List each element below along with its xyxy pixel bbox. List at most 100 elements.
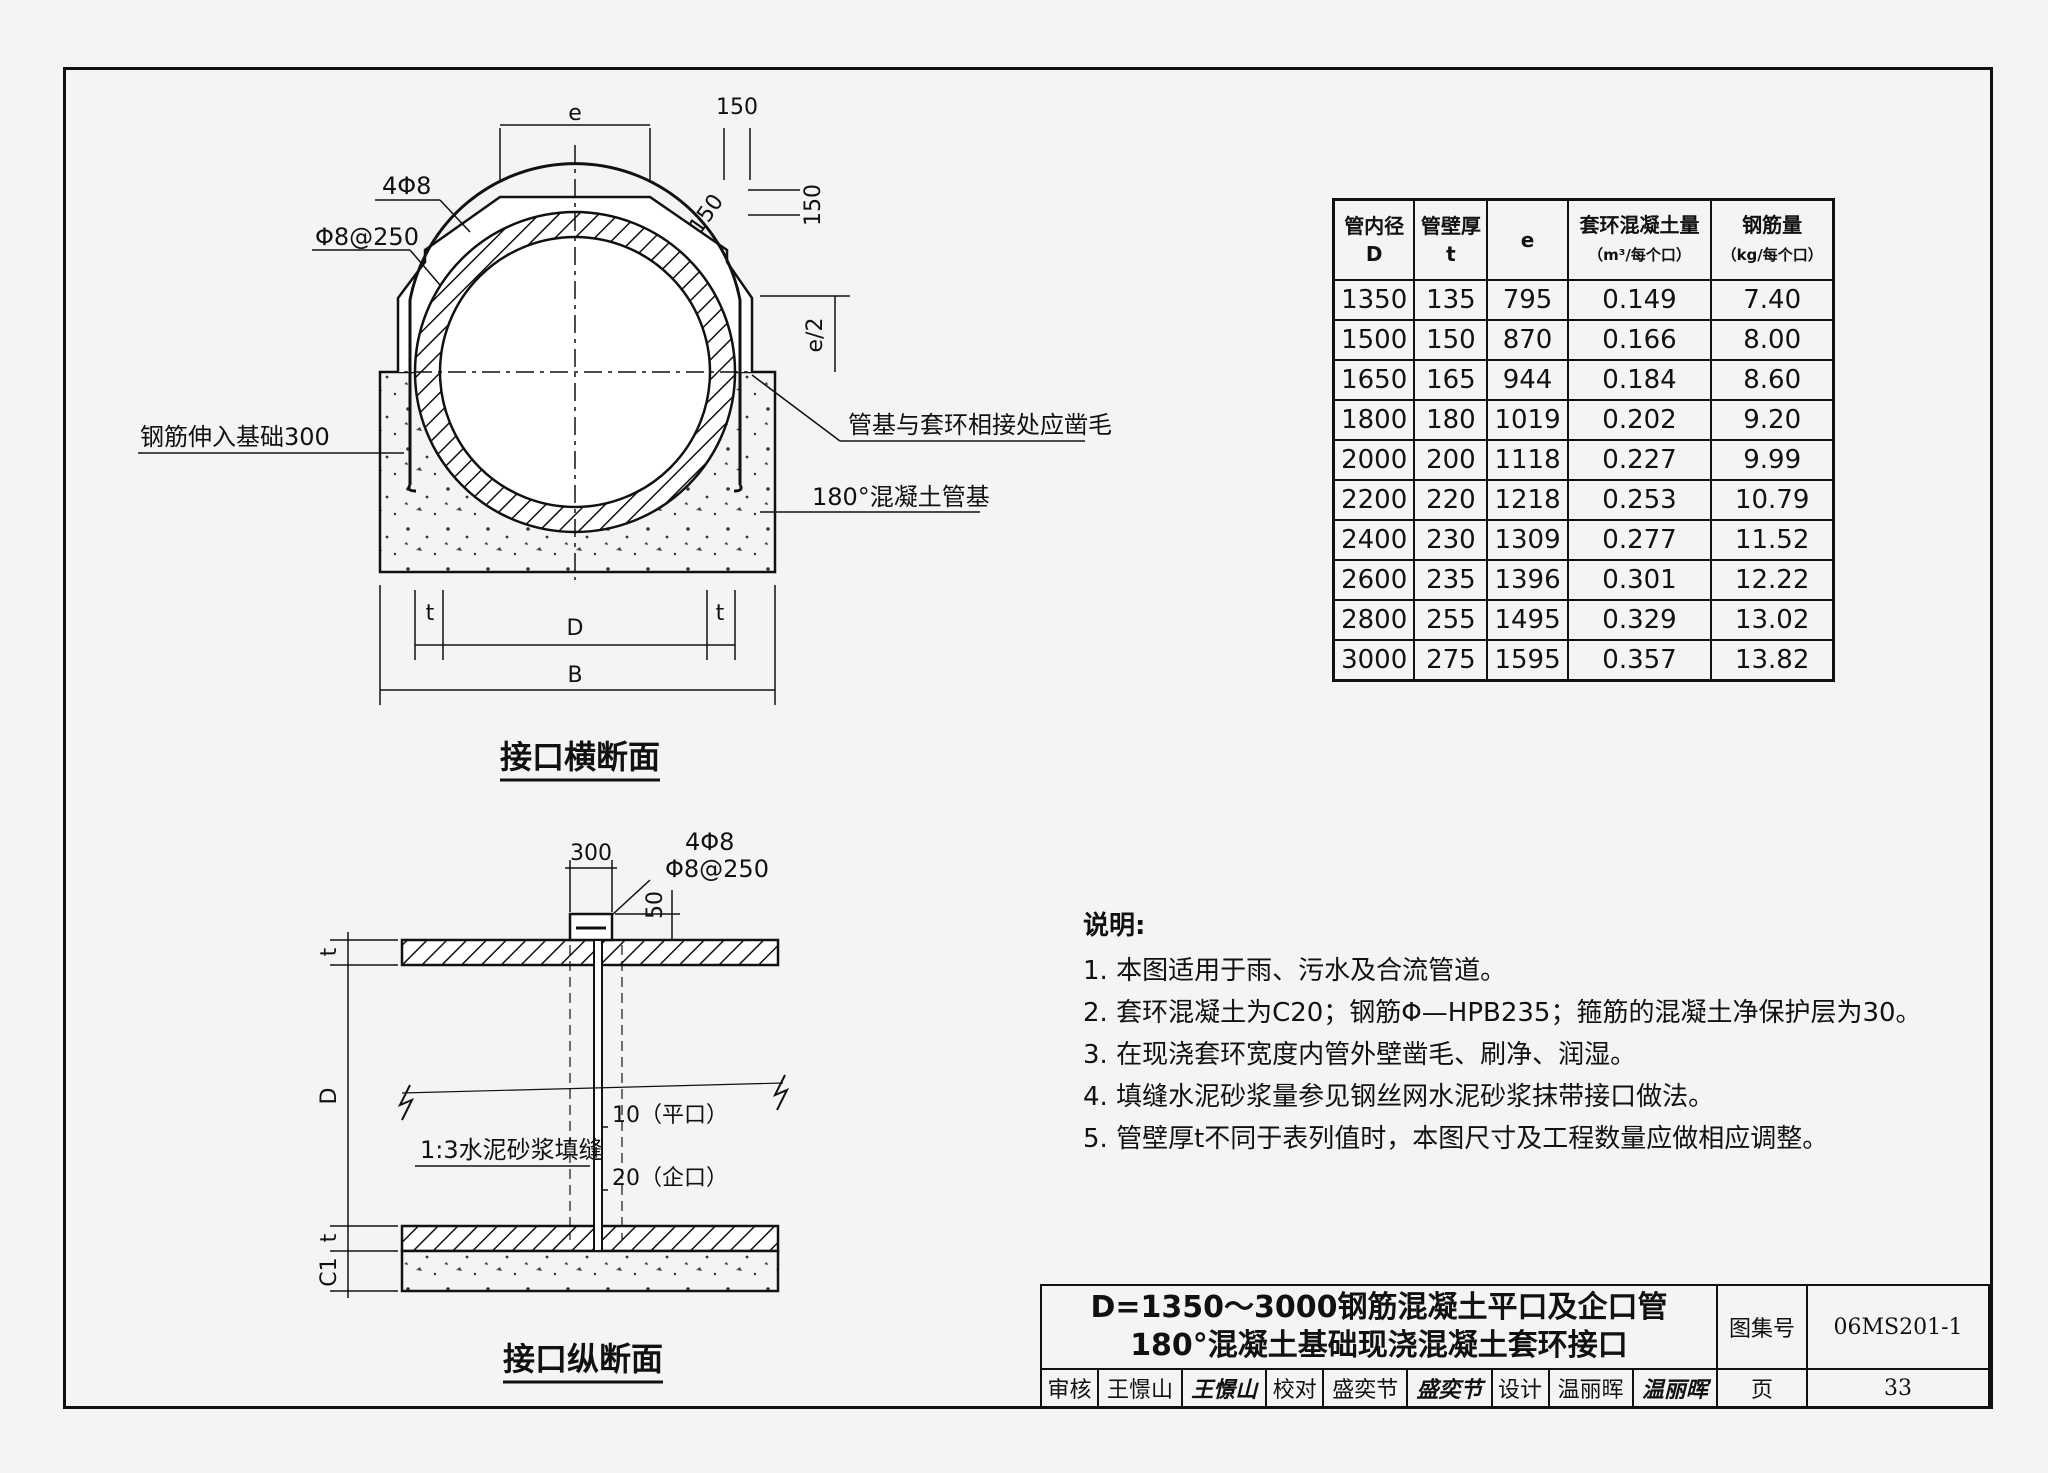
table-cell: 230 [1413,519,1489,561]
table-header-cell: 管内径 D [1332,198,1416,281]
table-cell: 150 [1413,319,1489,361]
check-name: 盛奕节 [1322,1368,1409,1408]
table-cell: 1595 [1486,639,1569,682]
table-header-cell: 管壁厚 t [1413,198,1489,281]
label-roughen: 管基与套环相接处应凿毛 [848,411,1112,439]
note-item: 1. 本图适用于雨、污水及合流管道。 [1083,956,1507,986]
table-cell: 9.20 [1710,399,1835,441]
dim-e-label: e [568,101,582,126]
drawing-frame [63,67,1993,1409]
note-item: 4. 填缝水泥砂浆量参见钢丝网水泥砂浆抹带接口做法。 [1083,1082,1715,1112]
table-cell: 235 [1413,559,1489,601]
dim-300: 300 [570,841,612,866]
table-cell: 3000 [1332,639,1416,682]
table-cell: 275 [1413,639,1489,682]
caption-cross-section: 接口横断面 [500,738,660,776]
header-line1: 套环混凝土量 [1579,213,1700,237]
table-header-row: 管内径 D 管壁厚 t e 套环混凝土量 （m³/每个口） 钢筋量（kg/每个口） [1332,198,1835,281]
table-cell: 255 [1413,599,1489,641]
cross-section-drawing: e 150 150 150 e/2 4Φ8 Φ8@250 钢筋伸入基础300 管… [138,95,1112,782]
table-cell: 2400 [1332,519,1416,561]
check-label: 校对 [1265,1368,1325,1408]
header-line1: 管内径 [1344,214,1405,238]
table-cell: 2200 [1332,479,1416,521]
note-item: 2. 套环混凝土为C20；钢筋Φ—HPB235；箍筋的混凝土净保护层为30。 [1083,998,1922,1028]
dim-150-side: 150 [801,184,826,226]
table-cell: 13.02 [1710,599,1835,641]
table-header-cell: e [1486,198,1569,281]
rebar-hoop [408,162,742,485]
table-cell: 0.227 [1566,439,1713,481]
table-cell: 10.79 [1710,479,1835,521]
table-cell: 0.301 [1566,559,1713,601]
table-cell: 0.166 [1566,319,1713,361]
drawing-title-line2: 180°混凝土基础现浇混凝土套环接口 [1130,1328,1628,1363]
check-signature: 盛奕节 [1406,1368,1493,1408]
table-cell: 220 [1413,479,1489,521]
page-number: 33 [1806,1368,1990,1408]
table-cell: 0.357 [1566,639,1713,682]
table-cell: 2800 [1332,599,1416,641]
drawing-title-line1: D=1350～3000钢筋混凝土平口及企口管 [1090,1290,1668,1325]
table-cell: 12.22 [1710,559,1835,601]
review-name: 王憬山 [1096,1368,1184,1408]
table-header-cell: 套环混凝土量 （m³/每个口） [1566,198,1713,281]
label-base: 180°混凝土管基 [812,483,990,511]
dim-D-upper: D [567,616,584,641]
dim-D-lower: D [317,1088,342,1105]
label-rebar-into-base: 钢筋伸入基础300 [140,423,330,451]
longitudinal-section-drawing: 300 4Φ8 Φ8@250 50 t D t C1 10（平口） 20（企口）… [317,828,790,1384]
table-cell: 0.202 [1566,399,1713,441]
table-cell: 0.277 [1566,519,1713,561]
dim-t-right: t [716,601,725,626]
header-line1: 管壁厚 [1420,214,1481,238]
table-cell: 165 [1413,359,1489,401]
table-cell: 200 [1413,439,1489,481]
table-cell: 0.149 [1566,279,1713,321]
review-label: 审核 [1040,1368,1099,1408]
header-line2: （kg/每个口） [1721,246,1823,264]
note-item: 3. 在现浇套环宽度内管外壁凿毛、刷净、润湿。 [1083,1040,1637,1070]
notes-block: 说明: 1. 本图适用于雨、污水及合流管道。 2. 套环混凝土为C20；钢筋Φ—… [1083,905,1963,1160]
rebar-phi8-250-label: Φ8@250 [315,223,419,251]
table-cell: 870 [1486,319,1569,361]
header-line2: （m³/每个口） [1588,246,1691,264]
review-signature: 王憬山 [1181,1368,1268,1408]
table-header-cell: 钢筋量（kg/每个口） [1710,198,1835,281]
header-line2: D [1365,242,1383,266]
caption-longitudinal-section: 接口纵断面 [503,1340,663,1378]
table-cell: 135 [1413,279,1489,321]
rebar-4phi8-label: 4Φ8 [382,172,431,200]
table-cell: 0.329 [1566,599,1713,641]
dim-t-top: t [317,947,342,956]
notes-title: 说明: [1083,911,1146,941]
label-10-flat: 10（平口） [612,1103,728,1128]
table-cell: 0.253 [1566,479,1713,521]
design-label: 设计 [1490,1368,1550,1408]
header-line2: t [1446,242,1456,266]
table-cell: 1218 [1486,479,1569,521]
table-cell: 13.82 [1710,639,1835,682]
atlas-label: 图集号 [1716,1284,1808,1370]
dim-150-top: 150 [716,95,758,120]
atlas-number: 06MS201-1 [1806,1284,1990,1370]
table-cell: 11.52 [1710,519,1835,561]
dim-B: B [567,663,582,688]
design-name: 温丽晖 [1547,1368,1634,1408]
table-cell: 944 [1486,359,1569,401]
table-cell: 8.60 [1710,359,1835,401]
table-cell: 1495 [1486,599,1569,641]
label-mortar: 1:3水泥砂浆填缝 [420,1136,603,1164]
table-cell: 1396 [1486,559,1569,601]
page-label: 页 [1716,1368,1808,1408]
